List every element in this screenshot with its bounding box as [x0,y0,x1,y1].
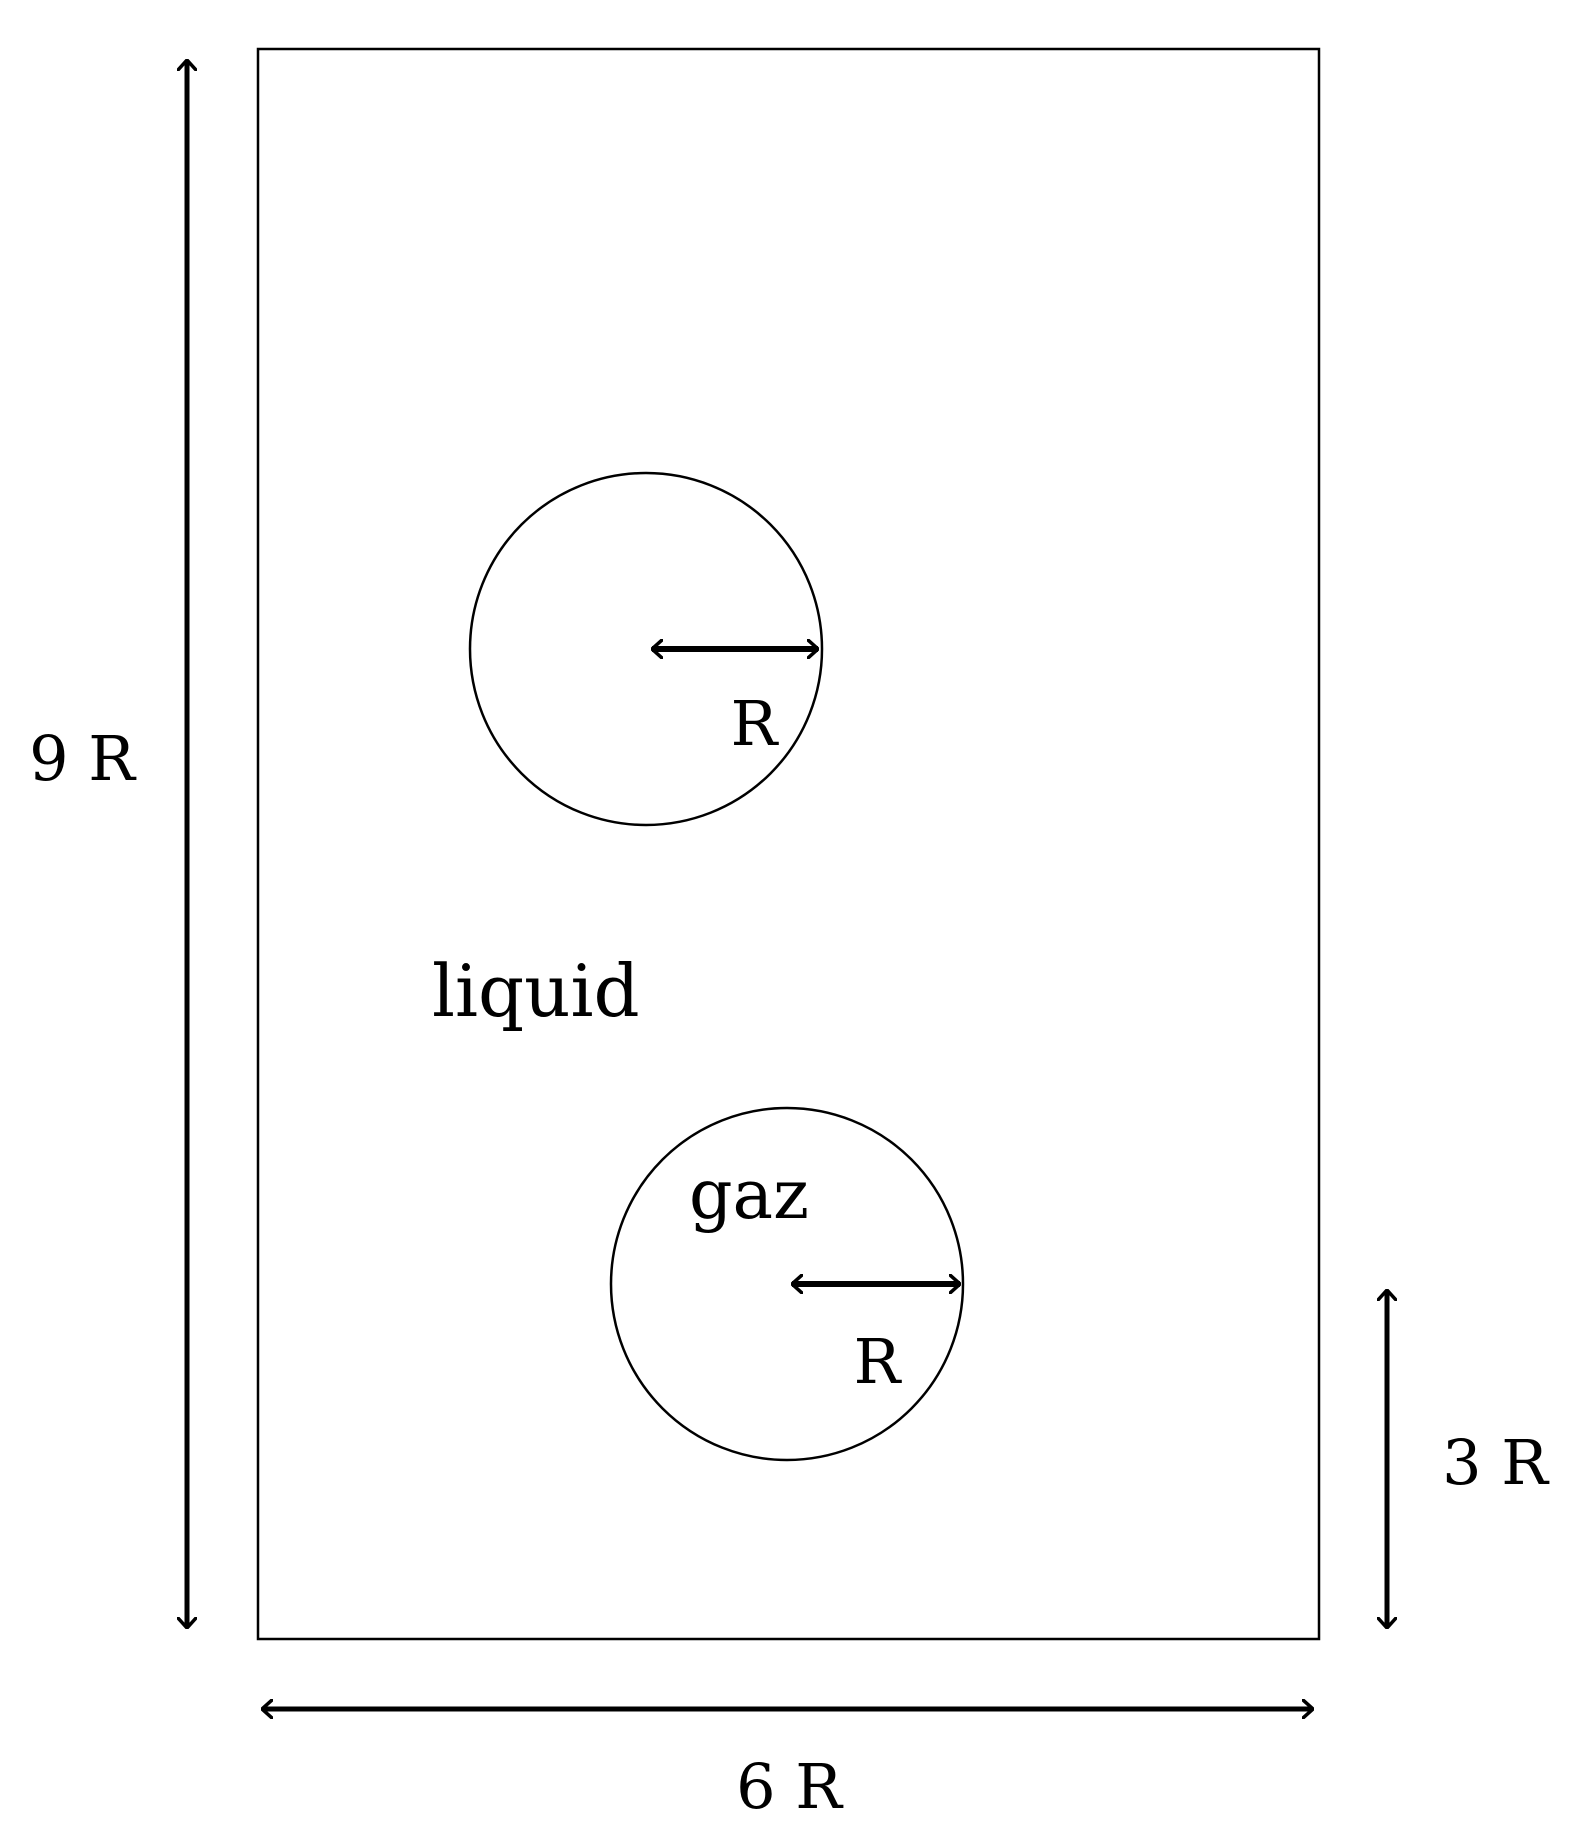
bottom-bubble-circle [609,1106,965,1462]
width-label: 6 R [736,1750,844,1823]
bottom-radius-label: R [854,1325,903,1398]
liquid-label: liquid [432,949,640,1033]
top-bubble-circle [468,471,824,827]
gas-label: gaz [689,1156,809,1235]
offset-label: 3 R [1442,1426,1550,1499]
container-box [256,47,1321,1641]
height-label: 9 R [29,722,137,795]
top-radius-label: R [731,687,780,760]
